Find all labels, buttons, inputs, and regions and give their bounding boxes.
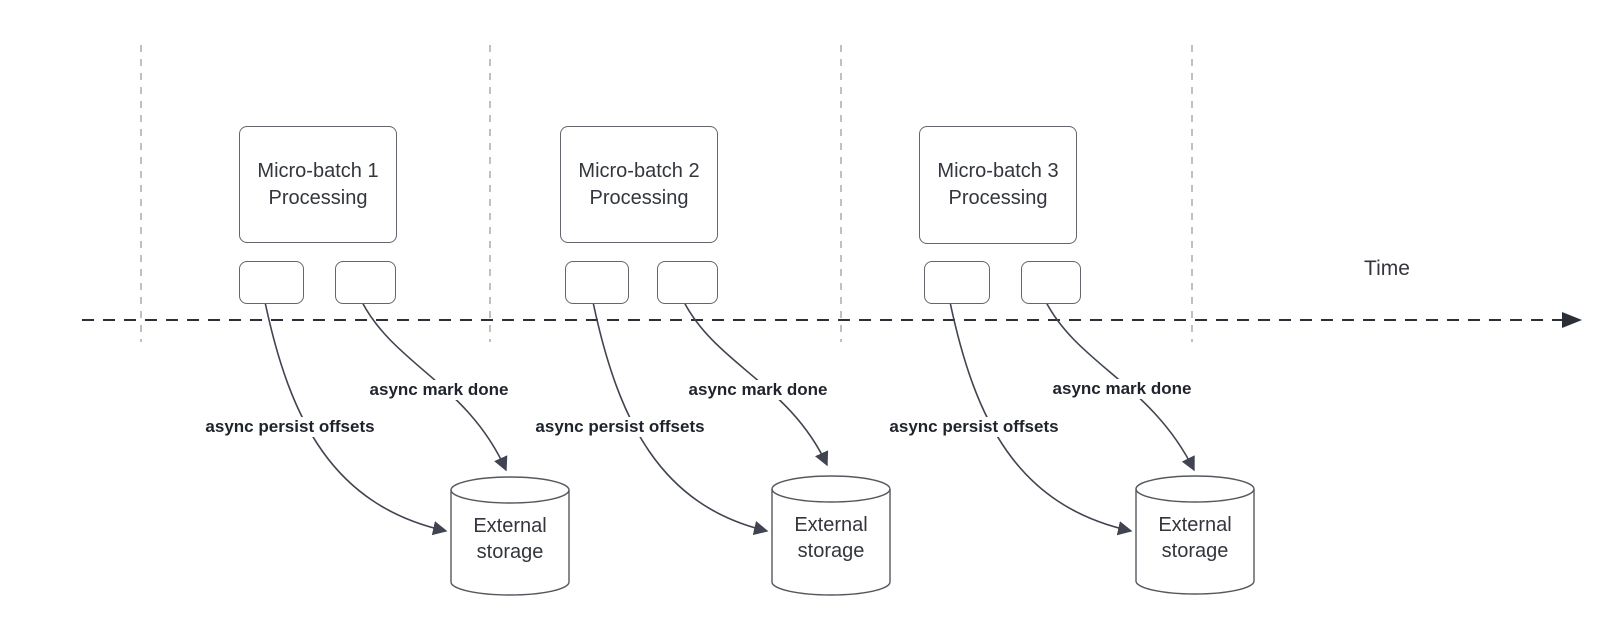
batch-2-storage-cylinder: [771, 475, 891, 596]
batch-1-mark-done-label: async mark done: [366, 380, 512, 400]
batch-2-persist-offsets-arrow: [592, 301, 769, 536]
batch-3-task-box-a: [924, 261, 990, 304]
batch-1-title: Micro-batch 1 Processing: [257, 159, 379, 209]
batch-3-storage-cylinder: [1135, 475, 1255, 595]
batch-3-mark-done-label: async mark done: [1049, 379, 1195, 399]
batch-2-processing-box: Micro-batch 2 Processing: [560, 126, 718, 243]
time-label: Time: [1364, 257, 1410, 280]
batch-2-mark-done-label: async mark done: [685, 380, 831, 400]
batch-1-mark-done-arrow: [361, 301, 508, 472]
batch-2-storage-label: External storage: [794, 514, 868, 562]
batch-1-persist-offsets-label: async persist offsets: [202, 417, 378, 437]
batch-3-mark-done-arrow: [1045, 301, 1195, 472]
batch-2-task-box-a: [565, 261, 629, 304]
batch-2-title: Micro-batch 2 Processing: [578, 159, 700, 209]
batch-3-storage-label: External storage: [1158, 514, 1232, 562]
batch-3-title: Micro-batch 3 Processing: [937, 160, 1059, 209]
batch-2-mark-done-arrow: [683, 301, 829, 467]
batch-1-processing-box: Micro-batch 1 Processing: [239, 126, 397, 243]
batch-3-persist-offsets-arrow: [949, 301, 1133, 536]
batch-1-persist-offsets-arrow: [264, 301, 448, 536]
batch-1-storage-cylinder: [450, 476, 570, 596]
batch-2-persist-offsets-label: async persist offsets: [532, 417, 708, 437]
batch-1-task-box-b: [335, 261, 396, 304]
batch-3-processing-box: Micro-batch 3 Processing: [919, 126, 1077, 244]
batch-1-storage-label: External storage: [473, 515, 547, 563]
batch-3-persist-offsets-label: async persist offsets: [886, 417, 1062, 437]
batch-3-task-box-b: [1021, 261, 1081, 304]
timeline-arrowhead-icon: [1562, 312, 1582, 328]
batch-2-task-box-b: [657, 261, 718, 304]
batch-1-task-box-a: [239, 261, 304, 304]
